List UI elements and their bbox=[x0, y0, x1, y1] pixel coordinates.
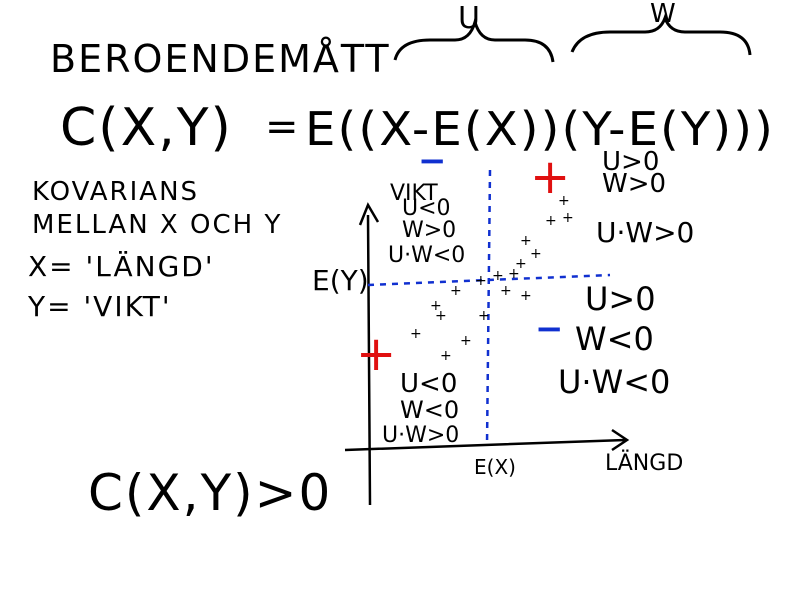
top-left-uw: U·W<0 bbox=[388, 243, 465, 268]
point: + bbox=[475, 273, 487, 289]
point: + bbox=[562, 210, 574, 226]
scatter-points: ++ ++ ++ ++ ++ ++ ++ ++ ++ bbox=[410, 193, 574, 364]
note-x-langd: X= 'LÄNGD' bbox=[28, 250, 215, 283]
point: + bbox=[435, 308, 447, 324]
conclusion: C(X,Y)>0 bbox=[88, 464, 332, 522]
point: + bbox=[500, 283, 512, 299]
formula-lhs: C(X,Y) bbox=[60, 98, 233, 158]
top-right-sign: + bbox=[530, 149, 570, 205]
bottom-left-w: W<0 bbox=[400, 396, 459, 424]
bottom-left-u: U<0 bbox=[400, 369, 457, 399]
x-axis bbox=[344, 428, 630, 452]
formula-equals: = bbox=[265, 104, 299, 150]
title: BEROENDEMÅTT bbox=[50, 37, 391, 81]
y-axis bbox=[358, 202, 380, 506]
point: + bbox=[450, 283, 462, 299]
note-kovarians: KOVARIANS bbox=[32, 177, 199, 207]
point: + bbox=[492, 268, 504, 284]
top-right-u: U>0 bbox=[602, 147, 659, 177]
y-axis-label: VIKT bbox=[390, 181, 438, 206]
point: + bbox=[478, 308, 490, 324]
brace-u-label: U bbox=[458, 1, 480, 36]
top-left-u: U<0 bbox=[402, 196, 451, 221]
bottom-right-sign: − bbox=[535, 309, 564, 349]
top-left-sign: − bbox=[418, 141, 447, 181]
point: + bbox=[520, 233, 532, 249]
x-mean-guide bbox=[485, 169, 492, 446]
point: + bbox=[410, 326, 422, 342]
brace-u bbox=[393, 16, 555, 63]
x-axis-label: LÄNGD bbox=[605, 450, 683, 476]
bottom-left-uw: U·W>0 bbox=[382, 423, 459, 448]
top-left-w: W>0 bbox=[402, 218, 456, 243]
formula-rhs: E((X-E(X))(Y-E(Y))) bbox=[305, 102, 775, 156]
brace-w-label: W bbox=[650, 0, 676, 29]
y-mean-guide bbox=[367, 273, 611, 287]
point: + bbox=[520, 288, 532, 304]
bottom-left-sign: + bbox=[356, 326, 396, 382]
x-mean-label: E(X) bbox=[474, 455, 516, 479]
top-right-w: W>0 bbox=[602, 169, 666, 199]
bottom-right-w: W<0 bbox=[575, 320, 654, 358]
brace-w bbox=[570, 13, 752, 56]
point: + bbox=[515, 256, 527, 272]
point: + bbox=[430, 298, 442, 314]
point: + bbox=[530, 246, 542, 262]
note-y-vikt: Y= 'VIKT' bbox=[27, 290, 172, 323]
point: + bbox=[508, 266, 520, 282]
point: + bbox=[460, 333, 472, 349]
y-mean-label: E(Y) bbox=[312, 264, 369, 297]
point: + bbox=[558, 193, 570, 209]
bottom-right-uw: U·W<0 bbox=[558, 363, 670, 401]
point: + bbox=[440, 348, 452, 364]
top-right-uw: U·W>0 bbox=[596, 216, 694, 249]
bottom-right-u: U>0 bbox=[585, 280, 656, 318]
note-mellan: MELLAN X OCH Y bbox=[32, 210, 282, 240]
point: + bbox=[545, 213, 557, 229]
